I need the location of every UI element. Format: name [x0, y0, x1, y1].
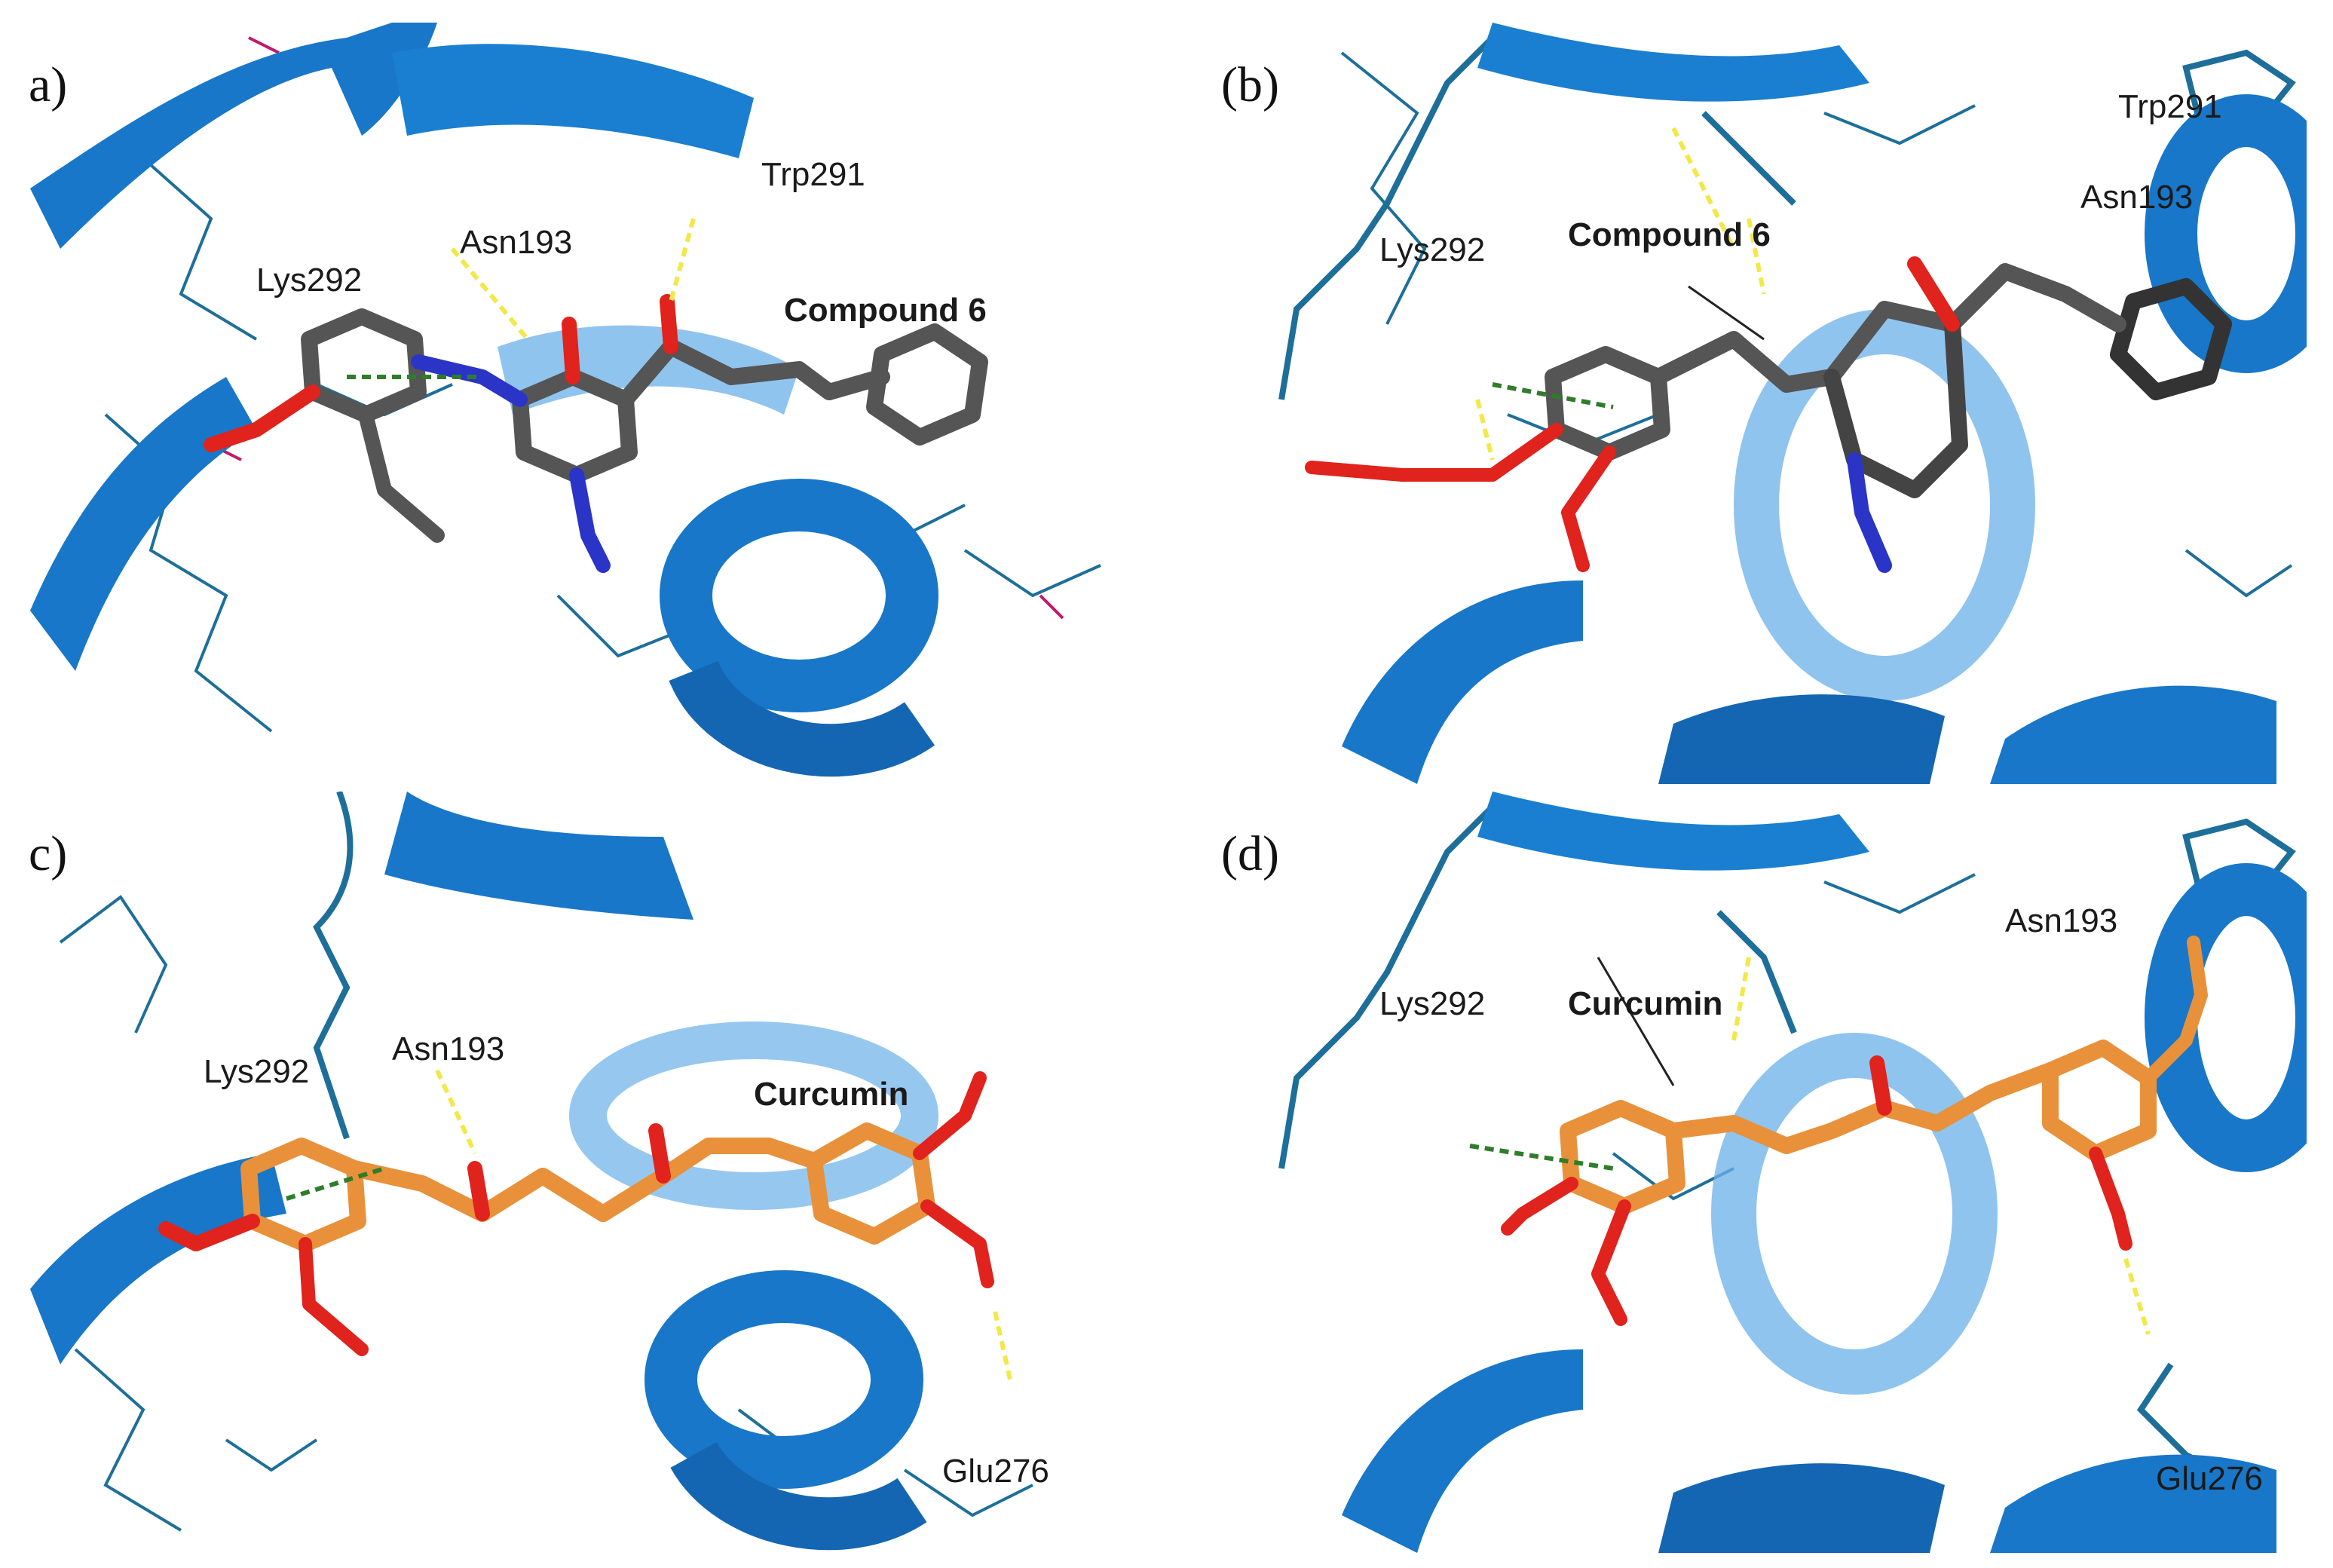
- panel-d-letter: (d): [1221, 826, 1279, 881]
- panel-a-lys-label: Lys292: [256, 262, 363, 299]
- panel-d-ligand-label: Curcumin: [1568, 985, 1723, 1022]
- panel-b-trp-label: Trp291: [2118, 88, 2222, 125]
- panel-b-asn-label: Asn193: [2080, 179, 2194, 216]
- panel-c-letter: (c): [30, 826, 68, 881]
- panel-c-asn-label: Asn193: [392, 1031, 505, 1067]
- panel-a-asn-label: Asn193: [460, 224, 573, 261]
- panel-b-letter: (b): [1221, 57, 1279, 112]
- panel-a-scene: [30, 23, 1101, 777]
- panel-d-glu-label: Glu276: [2156, 1460, 2263, 1497]
- panel-d: (d) Asn193 Lys292 Curcumin Glu276: [1191, 792, 2307, 1553]
- panel-d-asn-label: Asn193: [2005, 902, 2118, 939]
- panel-c-lys-label: Lys292: [204, 1053, 310, 1090]
- panel-d-lys-label: Lys292: [1379, 985, 1486, 1022]
- panel-a-ligand-label: Compound 6: [784, 292, 987, 329]
- panel-a: (a) Trp291 Asn193 Lys292 Compound 6: [30, 23, 1146, 784]
- panel-a-trp-label: Trp291: [761, 156, 865, 193]
- panel-b-ligand-label: Compound 6: [1568, 216, 1771, 253]
- panel-c-glu-label: Glu276: [942, 1453, 1049, 1490]
- panel-b-lys-label: Lys292: [1379, 231, 1486, 268]
- panel-b-scene: [1278, 23, 2307, 784]
- panel-a-letter: (a): [30, 57, 68, 112]
- panel-b: (b) Trp291 Asn193 Lys292 Compound 6: [1191, 23, 2307, 784]
- panel-c-ligand-label: Curcumin: [754, 1076, 909, 1113]
- panel-d-scene: [1278, 792, 2307, 1553]
- panel-c: (c) Asn193 Lys292 Curcumin Glu276: [30, 792, 1146, 1553]
- panel-c-scene: [30, 792, 1033, 1551]
